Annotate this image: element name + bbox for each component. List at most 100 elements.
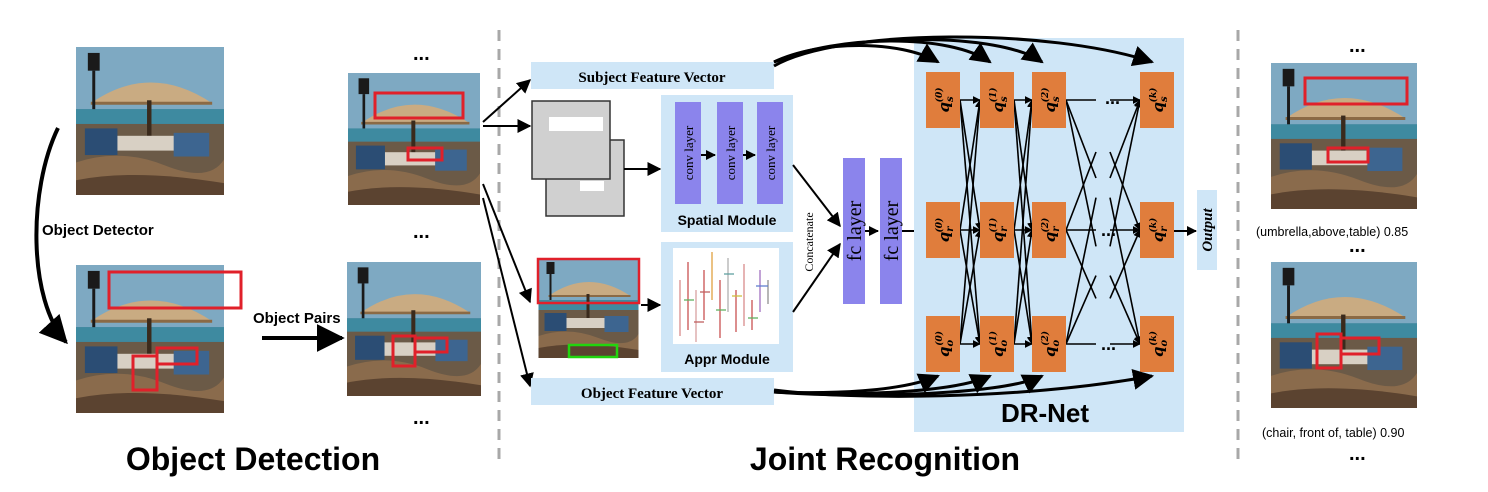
drnet-ellipsis: ... [1101, 334, 1116, 354]
conv-layer-label: conv layer [681, 125, 696, 180]
conv-layer-label: conv layer [763, 125, 778, 180]
flow-arrow [482, 183, 532, 304]
q-node-label: qo(2) [1040, 331, 1062, 357]
q-node-box [980, 316, 1014, 372]
result-image [1271, 61, 1417, 211]
appearance-crop [537, 258, 640, 358]
flow-arrow [792, 242, 841, 313]
network-graphic [679, 252, 769, 342]
ellipsis: ... [1349, 235, 1366, 257]
subject-feature-vector [531, 62, 774, 89]
result-box [1326, 146, 1370, 164]
drnet-nodes: qs(0) qs(1) qs(2) qs(k) qr(0) qr(1) qr(2) qr(k)… [926, 72, 1174, 372]
q-node-label: qr(k) [1148, 218, 1170, 243]
object-detector-label: Object Detector [42, 222, 154, 239]
drnet-links [959, 96, 1143, 348]
ellipsis: ... [413, 43, 430, 65]
ellipsis: ... [413, 407, 430, 429]
mask-region [549, 117, 603, 131]
q-node-box [1140, 72, 1174, 128]
joint-recognition-title: Joint Recognition [750, 441, 1020, 477]
q-node-r-0: qr(0) [926, 202, 960, 258]
input-image [76, 45, 224, 197]
spatial-mask [531, 100, 611, 180]
q-node-box [980, 72, 1014, 128]
q-node-label: qo(1) [988, 331, 1010, 357]
q-node-label: qr(0) [934, 218, 956, 243]
q-node-o-3: qo(k) [1140, 316, 1174, 372]
q-node-box [1032, 316, 1066, 372]
conv-layer [757, 102, 783, 204]
drnet-title: DR-Net [1001, 398, 1089, 428]
conv-layer [717, 102, 743, 204]
q-node-box [926, 72, 960, 128]
q-node-box [1032, 72, 1066, 128]
conv-layer [675, 102, 701, 204]
q-node-s-2: qs(2) [1032, 72, 1066, 128]
detection-box [155, 346, 199, 366]
result-image [1271, 260, 1417, 410]
appr-network-graphic [673, 248, 779, 344]
q-node-o-1: qo(1) [980, 316, 1014, 372]
q-node-s-3: qs(k) [1140, 72, 1174, 128]
flow-arrow [482, 197, 534, 388]
object-box [567, 343, 619, 359]
drnet-link [959, 99, 984, 345]
q-node-label: qs(1) [988, 88, 1010, 113]
q-node-label: qs(2) [1040, 88, 1062, 113]
appr-module-label: Appr Module [684, 351, 770, 367]
drnet-link [1109, 99, 1143, 247]
result-triplet: (umbrella,above,table) 0.85 [1256, 225, 1408, 239]
ellipsis: ... [413, 221, 430, 243]
q-node-box [1032, 202, 1066, 258]
drnet-link [1109, 229, 1141, 299]
detector-arrow [34, 127, 68, 345]
output-box [1197, 190, 1217, 270]
fc-layer-label: fc layer [844, 200, 866, 261]
q-node-r-3: qr(k) [1140, 202, 1174, 258]
subject-box [536, 257, 641, 305]
q-node-label: qo(0) [934, 331, 956, 357]
ellipsis: ... [1349, 443, 1366, 465]
pair-image [347, 260, 481, 398]
fc-layer [880, 158, 902, 304]
result-box [1339, 336, 1381, 356]
drnet-link [1065, 151, 1097, 231]
result-triplet: (chair, front of, table) 0.90 [1262, 426, 1404, 440]
spatial-module-label: Spatial Module [678, 212, 777, 228]
q-node-box [980, 202, 1014, 258]
ellipsis: ... [1349, 35, 1366, 57]
pair-box [373, 91, 465, 120]
fc-layer-label: fc layer [881, 200, 903, 261]
drnet-link [1013, 229, 1035, 345]
output-label: Output [1200, 207, 1216, 251]
q-node-label: qr(1) [988, 218, 1010, 243]
drnet-link [1109, 99, 1142, 179]
pair-box [413, 336, 449, 354]
conv-layer-label: conv layer [723, 125, 738, 180]
object-detection-title: Object Detection [126, 441, 380, 477]
q-node-r-2: qr(2) [1032, 202, 1066, 258]
results-section: ... (umbrella,above,table) 0.85 ... (cha… [1256, 35, 1417, 465]
drnet-ellipsis: ... [1105, 88, 1120, 108]
q-node-label: qs(0) [934, 88, 956, 113]
q-node-r-1: qr(1) [980, 202, 1014, 258]
result-box [1303, 76, 1409, 106]
object-to-drnet [773, 374, 1044, 397]
q-node-box [1140, 202, 1174, 258]
subject-to-drnet [773, 38, 1044, 64]
drnet-ellipsis: ... [1101, 220, 1116, 240]
drnet-link [959, 99, 983, 231]
drnet-link [1065, 275, 1097, 345]
q-node-box [926, 316, 960, 372]
q-node-label: qs(k) [1148, 88, 1170, 113]
drnet-link [959, 229, 983, 345]
drnet-link [1013, 99, 1036, 345]
detection-box [107, 270, 243, 310]
detection-box [131, 354, 159, 392]
drnet-link [1013, 99, 1035, 231]
q-node-s-1: qs(1) [980, 72, 1014, 128]
mask-region [580, 181, 604, 191]
q-node-box [1140, 316, 1174, 372]
concatenate-label: Concatenate [802, 212, 816, 271]
